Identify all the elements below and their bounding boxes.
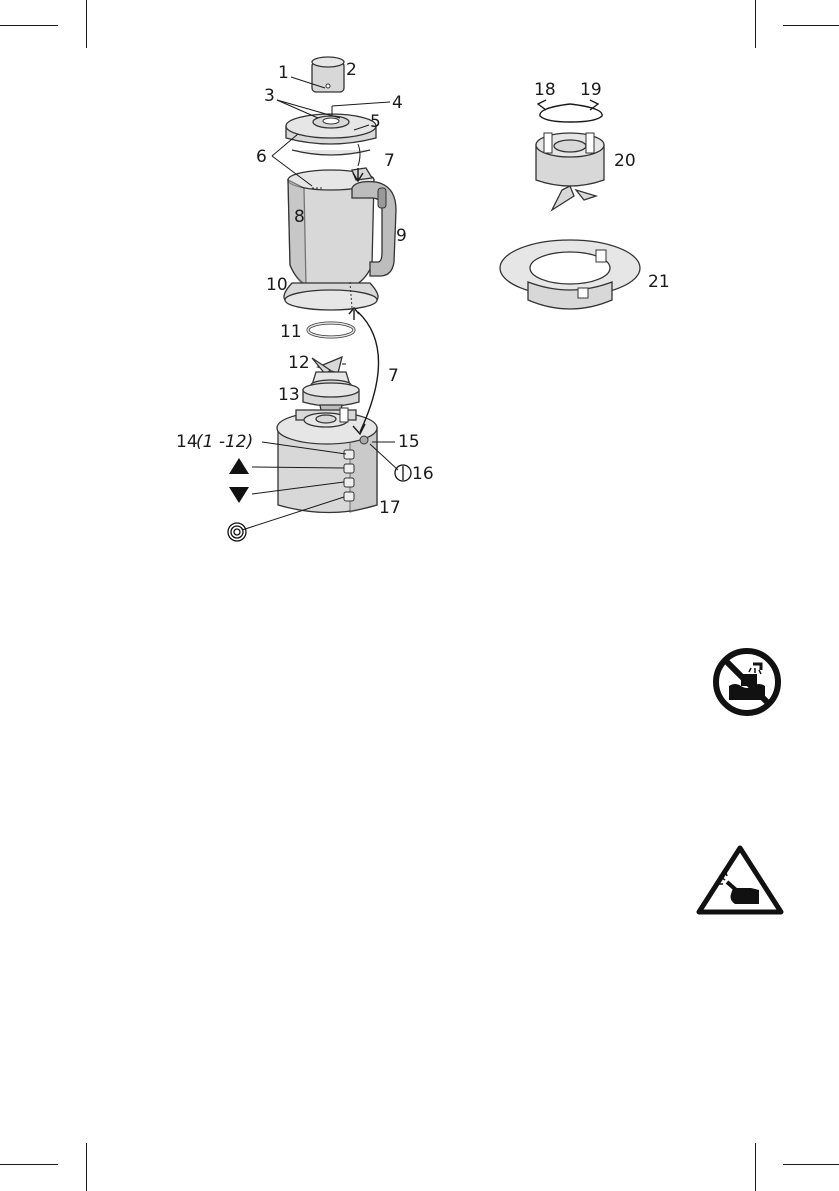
motor-base (277, 408, 377, 513)
label-13: 13 (278, 385, 300, 405)
label-2: 2 (346, 60, 357, 80)
power-icon (395, 465, 411, 481)
label-10: 10 (266, 275, 288, 295)
down-triangle-icon (229, 487, 249, 503)
jug-base (284, 282, 378, 310)
label-1: 1 (278, 63, 289, 83)
label-3: 3 (264, 86, 275, 106)
cut-hazard-warning-icon (695, 844, 785, 916)
label-9: 9 (396, 226, 407, 246)
label-7-bottom: 7 (388, 366, 399, 386)
measuring-cap (312, 57, 344, 92)
rotation-arrows (538, 100, 602, 122)
base-ring (500, 240, 640, 309)
label-20: 20 (614, 151, 636, 171)
crop-mark-bottom-right-v (755, 1143, 756, 1191)
label-7-top: 7 (384, 151, 395, 171)
crop-mark-bottom-left-v (86, 1143, 87, 1191)
label-11: 11 (280, 322, 302, 342)
label-17: 17 (379, 498, 401, 518)
label-16: 16 (412, 464, 434, 484)
label-12: 12 (288, 353, 310, 373)
jug-lid (286, 114, 376, 144)
up-triangle-icon (229, 458, 249, 474)
label-4: 4 (392, 93, 403, 113)
label-18: 18 (534, 80, 556, 100)
sealing-ring (308, 323, 354, 337)
label-5: 5 (370, 112, 381, 132)
label-14-range: (1 -12) (196, 432, 253, 452)
spiral-icon (228, 523, 246, 541)
label-15: 15 (398, 432, 420, 452)
crop-mark-bottom-left (0, 1164, 58, 1165)
label-6: 6 (256, 147, 267, 167)
label-21: 21 (648, 272, 670, 292)
label-8: 8 (294, 207, 305, 227)
label-14: 14 (176, 432, 198, 452)
blender-parts-diagram: 1 2 3 4 5 6 7 8 9 10 11 12 7 13 14 (1 -1… (0, 0, 839, 600)
blade-assembly (536, 133, 604, 210)
crop-mark-bottom-right (783, 1164, 839, 1165)
label-19: 19 (580, 80, 602, 100)
no-water-immersion-icon (711, 646, 783, 718)
